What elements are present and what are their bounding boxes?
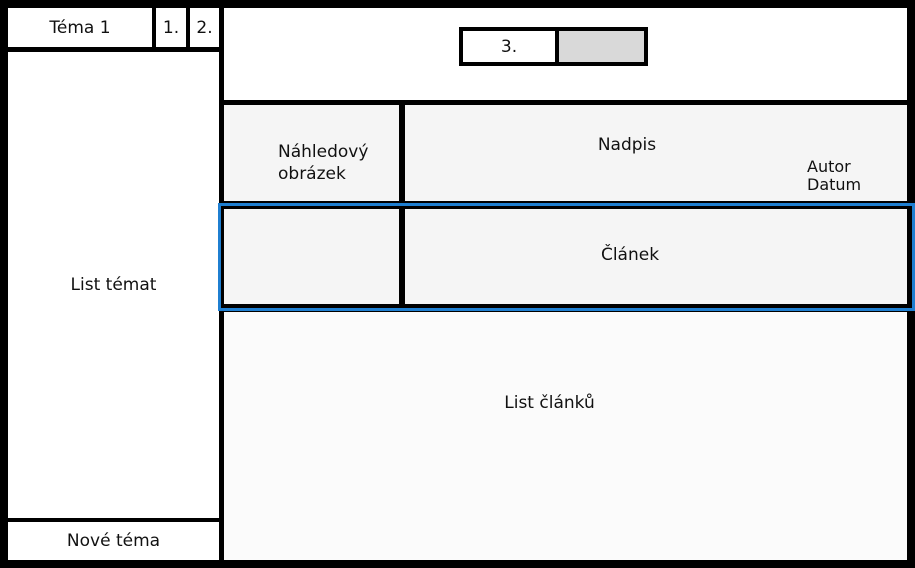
thumbnail-box: Náhledový obrázek (224, 105, 399, 201)
tab-2-label: 2. (196, 17, 213, 38)
control-3-box[interactable]: 3. (463, 31, 555, 62)
tab-1-label: 1. (162, 17, 180, 38)
thumbnail-label-line1: Náhledový (278, 142, 369, 162)
author-date-label: Autor Datum (807, 158, 861, 194)
tab-1[interactable]: 1. (156, 8, 186, 47)
topic-tab[interactable]: Téma 1 (8, 8, 152, 47)
author-label: Autor (807, 157, 851, 176)
topic-list[interactable]: List témat (8, 52, 219, 518)
article-left-cell (224, 209, 399, 304)
article-list-label: List článků (504, 393, 595, 413)
control-3-label: 3. (500, 36, 518, 57)
new-topic-button[interactable]: Nové téma (8, 522, 219, 560)
control-empty-box[interactable] (559, 31, 644, 62)
topic-list-label: List témat (70, 275, 157, 295)
thumbnail-label: Náhledový obrázek (278, 141, 368, 185)
thumbnail-label-line2: obrázek (278, 164, 346, 184)
article-list[interactable]: List článků (224, 312, 907, 560)
tab-2[interactable]: 2. (190, 8, 219, 47)
new-topic-label: Nové téma (66, 531, 161, 551)
header-control-group[interactable]: 3. (459, 27, 648, 66)
article-body-box: Článek (405, 209, 907, 304)
heading-label: Nadpis (597, 135, 657, 155)
date-label: Datum (807, 175, 862, 194)
article-label: Článek (600, 245, 660, 265)
article-header-box: Nadpis Autor Datum (405, 105, 907, 201)
topic-tab-label: Téma 1 (49, 17, 111, 38)
